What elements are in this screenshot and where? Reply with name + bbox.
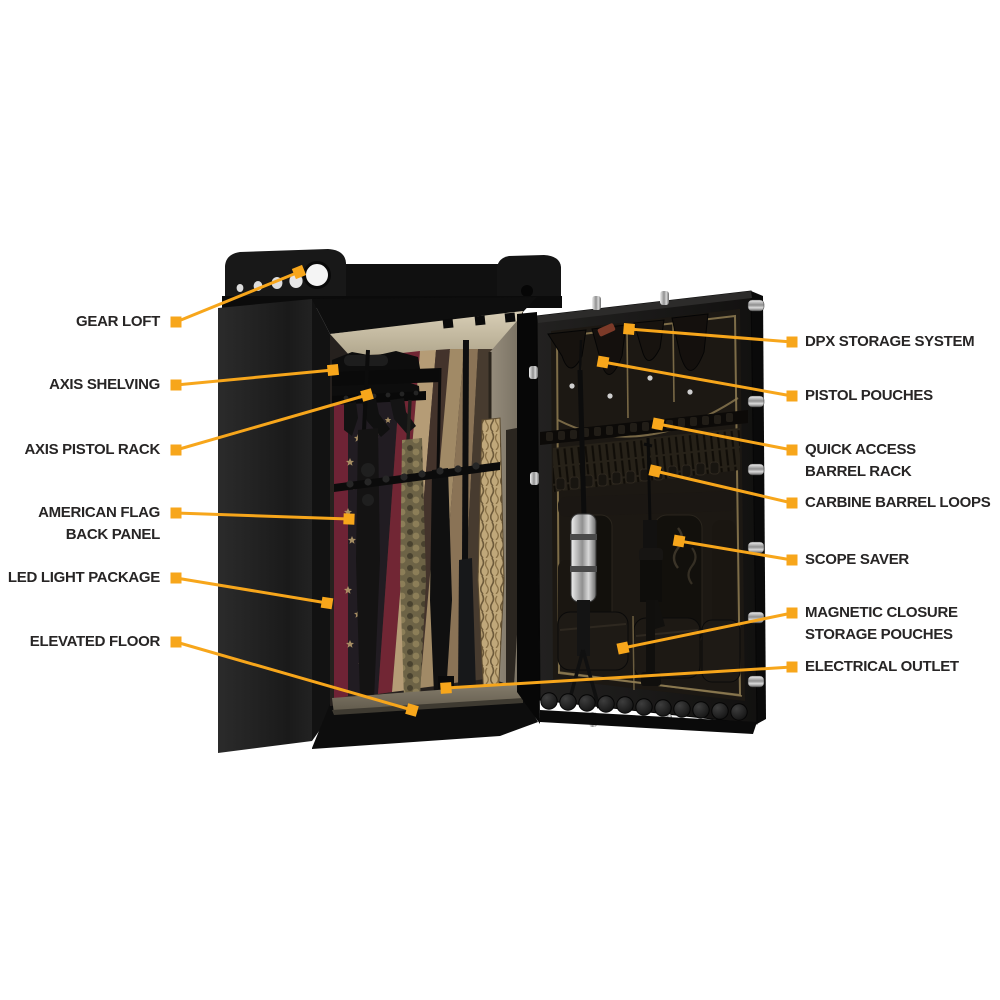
safe-door <box>529 290 766 734</box>
callout-line-electrical-outlet <box>440 661 798 694</box>
callout-text: LED LIGHT PACKAGE <box>7 569 160 586</box>
hinge-bolt-2 <box>530 472 539 485</box>
crown-right-hole <box>521 285 533 297</box>
callout-text: AXIS SHELVING <box>49 376 160 393</box>
callout-label-axis-shelving: AXIS SHELVING <box>49 374 160 396</box>
pouch-pistol-grip <box>597 323 616 337</box>
callout-line-elevated-floor <box>170 636 419 717</box>
scope-saver-squiggle-2 <box>687 547 697 585</box>
silver-scope <box>570 513 597 603</box>
callout-text-line2: BACK PANEL <box>65 526 161 543</box>
callout-text: CARBINE BARREL LOOPS <box>805 494 991 511</box>
callout-label-axis-pistol-rack: AXIS PISTOL RACK <box>24 439 160 461</box>
callout-text: ELEVATED FLOOR <box>29 633 161 650</box>
front-frame-top <box>312 297 537 334</box>
storage-pouch-1 <box>557 611 629 671</box>
door-rifle-silver-scope <box>566 339 601 709</box>
callout-lines <box>170 264 798 717</box>
callout-label-scope-saver: SCOPE SAVER <box>805 549 909 571</box>
top-bolt-1 <box>592 296 601 310</box>
callout-line-pistol-pouches <box>596 355 798 402</box>
axis-shelving <box>332 351 441 402</box>
callout-text: SCOPE SAVER <box>805 551 909 568</box>
callout-line-axis-pistol-rack <box>170 388 374 456</box>
callout-label-electrical-outlet: ELECTRICAL OUTLET <box>805 656 959 678</box>
hinge-bolt-1 <box>529 366 538 379</box>
callout-line-quick-access <box>651 417 798 456</box>
callout-line-carbine-loops <box>648 464 798 509</box>
rifle-black-1 <box>356 428 380 700</box>
callout-text-line2: BARREL RACK <box>805 463 912 480</box>
door-hinge-gap <box>517 312 540 724</box>
callout-label-gear-loft: GEAR LOFT <box>76 311 160 333</box>
callout-text: PISTOL POUCHES <box>805 387 933 404</box>
callout-text-line1: MAGNETIC CLOSURE <box>805 604 958 621</box>
rifle-black-3 <box>458 558 476 692</box>
crown-right-wing <box>497 255 561 302</box>
safe-left-side-panel <box>218 299 312 753</box>
hanging-pistol-3 <box>344 402 358 436</box>
door-bottom-face <box>540 710 757 734</box>
gear-loft-hole <box>303 261 331 289</box>
rifle-black-2 <box>430 468 452 694</box>
top-bolt-2 <box>660 291 669 305</box>
callout-label-quick-access-barrel-rack: QUICK ACCESS BARREL RACK <box>805 439 916 483</box>
callout-text: GEAR LOFT <box>76 313 160 330</box>
quick-access-barrel-rack <box>540 410 748 445</box>
callout-text-line1: AMERICAN FLAG <box>38 504 160 521</box>
ceiling-clip-1 <box>442 318 454 329</box>
rifle-dark-4 <box>506 428 519 686</box>
door-bottom-knobs <box>540 692 748 721</box>
floor-front-edge <box>332 698 523 715</box>
callout-text-line1: QUICK ACCESS <box>805 441 916 458</box>
elevated-floor <box>332 684 523 714</box>
callout-line-scope-saver <box>672 534 798 566</box>
callout-line-axis-shelving <box>170 363 340 391</box>
callout-line-magnetic-pouches <box>616 607 798 655</box>
hanging-pistol-1 <box>362 399 390 437</box>
interior-ceiling <box>330 311 523 356</box>
scope-saver-squiggle-1 <box>672 527 684 569</box>
callout-text-line2: STORAGE POUCHES <box>805 626 953 643</box>
callout-line-dpx-storage <box>623 323 798 348</box>
standing-rifles <box>334 339 519 701</box>
callout-label-led-light-package: LED LIGHT PACKAGE <box>8 567 160 589</box>
callout-label-dpx-storage-system: DPX STORAGE SYSTEM <box>805 331 975 353</box>
callout-line-led-light <box>170 572 334 610</box>
callout-text: ELECTRICAL OUTLET <box>805 658 959 675</box>
callout-label-pistol-pouches: PISTOL POUCHES <box>805 385 933 407</box>
callout-label-carbine-barrel-loops: CARBINE BARREL LOOPS <box>805 492 991 514</box>
callout-label-american-flag-back-panel: AMERICAN FLAG BACK PANEL <box>38 502 160 546</box>
callout-label-elevated-floor: ELEVATED FLOOR <box>29 631 161 653</box>
ceiling-clip-3 <box>504 312 516 323</box>
door-top-edge <box>537 291 752 323</box>
shotgun-reed-camo <box>477 417 505 701</box>
flag-red-edge <box>334 364 348 700</box>
pistol-pouch-1 <box>547 329 587 369</box>
callout-text: AXIS PISTOL RACK <box>24 441 160 458</box>
storage-pouch-2 <box>633 617 701 679</box>
storage-pouch-3 <box>701 619 741 683</box>
callout-line-gear-loft <box>170 264 307 328</box>
crown-hole-1 <box>236 284 244 292</box>
callout-line-american-flag <box>170 507 355 525</box>
callout-label-magnetic-closure-storage-pouches: MAGNETIC CLOSURE STORAGE POUCHES <box>805 602 958 646</box>
callout-text: DPX STORAGE SYSTEM <box>805 333 975 350</box>
shotgun-camo <box>400 438 426 698</box>
pistol-pouch-4 <box>671 313 709 371</box>
ceiling-clip-2 <box>474 315 486 326</box>
safe-interior <box>330 311 540 724</box>
